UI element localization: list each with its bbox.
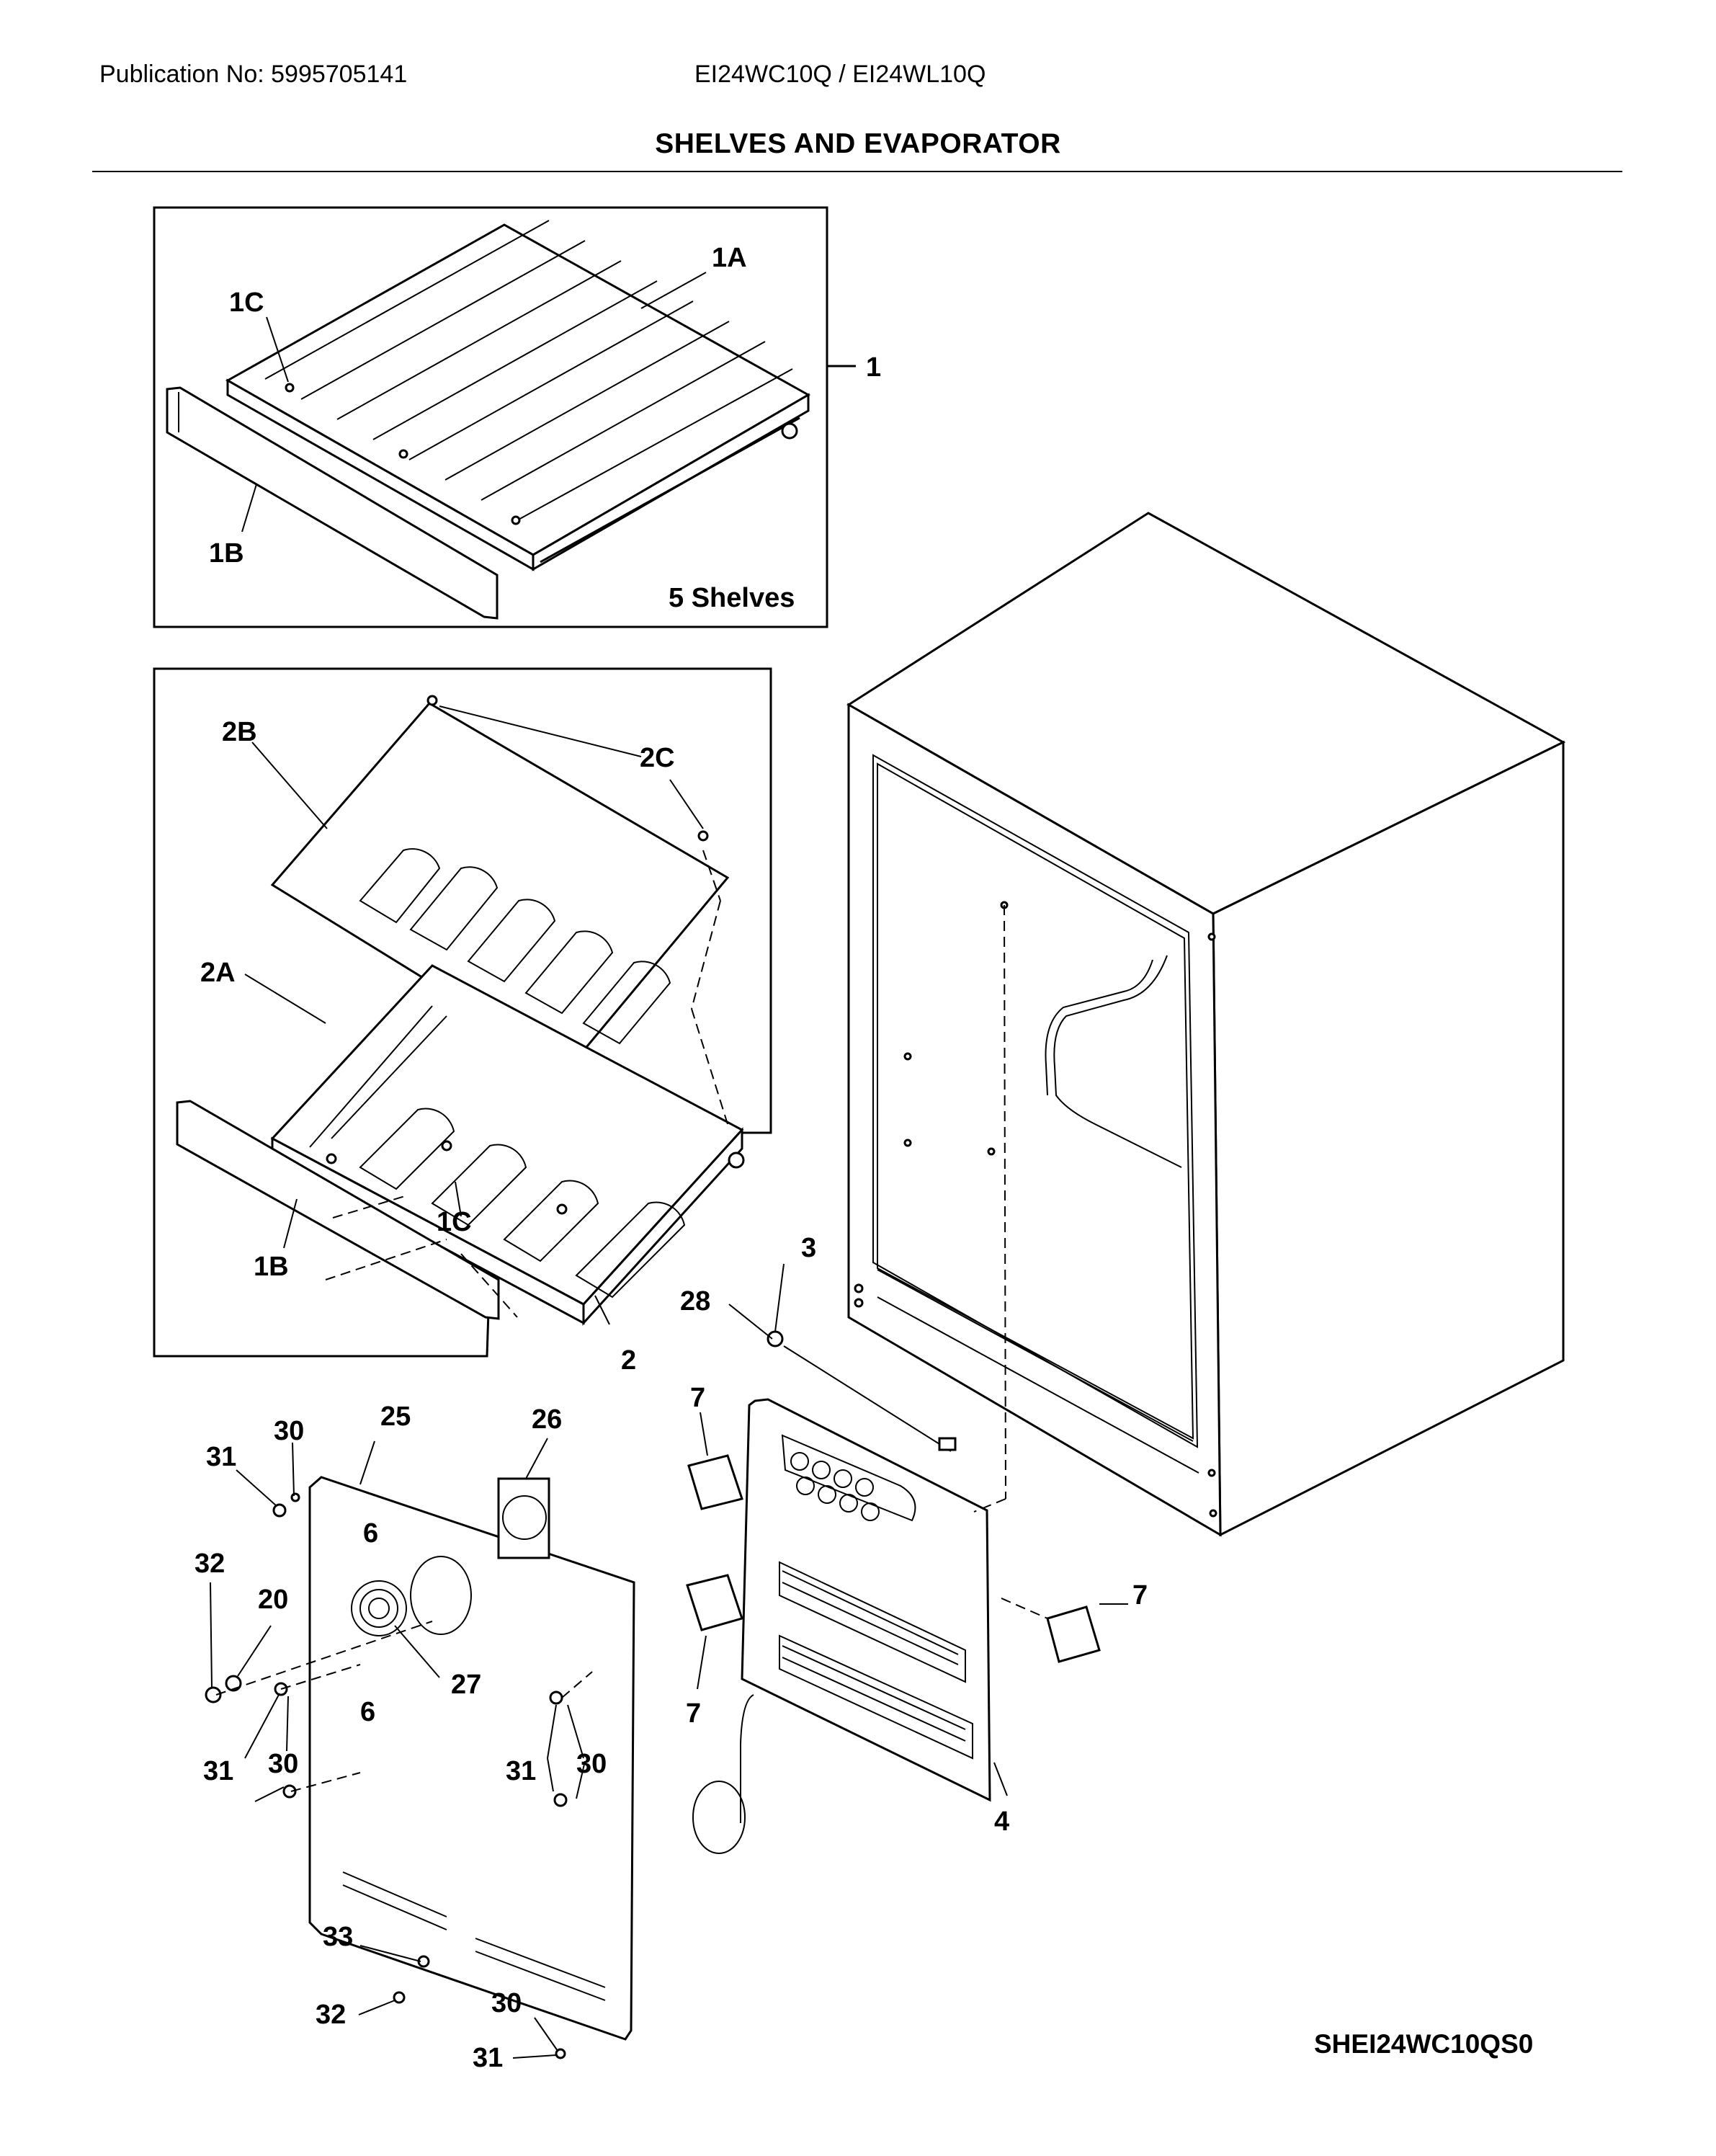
callout-2C: 2C: [640, 743, 675, 773]
bottom-shelf-leader-lines: [244, 705, 728, 1325]
callout-6-lower: 6: [360, 1697, 375, 1727]
callout-4: 4: [994, 1807, 1009, 1837]
callout-30-left: 30: [268, 1749, 298, 1779]
callout-7-upper: 7: [690, 1383, 705, 1413]
callout-30-upper: 30: [274, 1416, 304, 1446]
shelf-quantity-note: 5 Shelves: [669, 583, 795, 613]
callout-31-upper: 31: [206, 1442, 236, 1472]
publication-number: Publication No: 5995705141: [99, 61, 408, 88]
callout-2: 2: [621, 1345, 636, 1376]
callout-1B-bottom: 1B: [254, 1252, 289, 1282]
back-cover-leader-lines: [210, 1438, 593, 2059]
callout-31-lower: 31: [473, 2043, 503, 2073]
callout-31-left: 31: [203, 1756, 233, 1786]
page-title: SHELVES AND EVAPORATOR: [655, 128, 1061, 159]
callout-31-right: 31: [506, 1756, 536, 1786]
callout-3: 3: [801, 1233, 816, 1263]
callout-7-right: 7: [1132, 1580, 1148, 1611]
callout-32-upper: 32: [195, 1549, 225, 1579]
shelf-assembly-drawing: [166, 220, 811, 620]
evaporator-drawing: [692, 1330, 991, 1854]
callout-6-upper: 6: [363, 1518, 378, 1549]
evaporator-leader-lines: [728, 904, 1048, 1796]
callout-25: 25: [380, 1402, 411, 1432]
callout-33: 33: [323, 1922, 353, 1952]
back-cover-drawing: [205, 1476, 635, 2059]
bottom-shelf-drawing: [176, 695, 745, 1326]
model-numbers: EI24WC10Q / EI24WL10Q: [694, 61, 986, 88]
callout-1B-shelf: 1B: [209, 538, 244, 569]
cabinet-drawing: [846, 512, 1566, 1537]
callout-27: 27: [451, 1670, 481, 1700]
callout-1A: 1A: [712, 243, 747, 273]
callout-1C-shelf: 1C: [229, 288, 264, 318]
diagram-code: SHEI24WC10QS0: [1314, 2029, 1534, 2059]
clip-blocks: [686, 1412, 1128, 1690]
callout-30-lower: 30: [491, 1988, 522, 2018]
callout-30-right: 30: [576, 1749, 607, 1779]
callout-2B: 2B: [222, 717, 257, 747]
shelf-leader-lines: [241, 272, 856, 533]
callout-1: 1: [866, 352, 881, 383]
callout-2A: 2A: [200, 958, 236, 988]
callout-20: 20: [258, 1585, 288, 1615]
title-rule: [92, 171, 1622, 172]
callout-26: 26: [532, 1404, 562, 1435]
callout-1C-bottom: 1C: [437, 1207, 472, 1237]
callout-32-lower: 32: [316, 2000, 346, 2030]
shelf-inset-box: [153, 206, 828, 628]
callout-28: 28: [680, 1286, 710, 1317]
callout-7-lower: 7: [686, 1698, 701, 1729]
